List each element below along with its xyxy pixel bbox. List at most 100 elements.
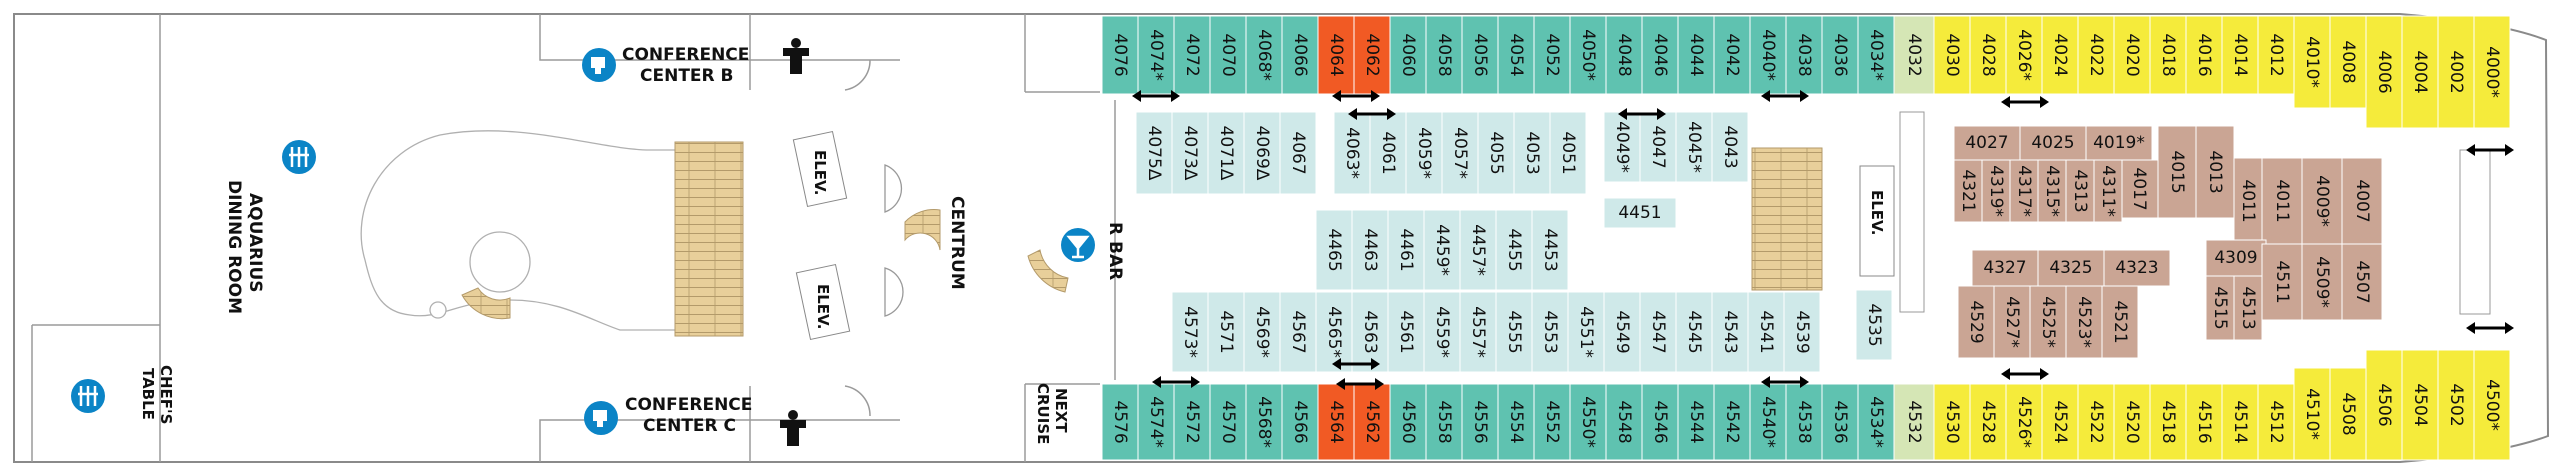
cabin[interactable]: 4063*: [1333, 111, 1371, 195]
cabin[interactable]: 4557*: [1459, 291, 1497, 373]
cabin[interactable]: 4513: [2233, 275, 2263, 341]
cabin[interactable]: 4566: [1281, 383, 1319, 461]
cabin[interactable]: 4008: [2329, 15, 2367, 109]
cabin[interactable]: 4015: [2157, 125, 2197, 219]
cabin[interactable]: 4036: [1821, 15, 1859, 95]
cabin[interactable]: 4510*: [2293, 367, 2331, 461]
cabin[interactable]: 4076: [1101, 15, 1139, 95]
cabin[interactable]: 4002: [2437, 15, 2475, 129]
cabin[interactable]: 4541: [1747, 291, 1785, 373]
cabin[interactable]: 4317*: [2009, 159, 2039, 223]
cabin[interactable]: 4027: [1953, 125, 2021, 161]
cabin[interactable]: 4026*: [2005, 15, 2043, 95]
cabin[interactable]: 4058: [1425, 15, 1463, 95]
cabin[interactable]: 4514: [2221, 383, 2259, 461]
cabin[interactable]: 4315*: [2037, 159, 2067, 223]
cabin[interactable]: 4053: [1513, 111, 1551, 195]
cabin[interactable]: 4069Δ: [1243, 111, 1281, 195]
cabin[interactable]: 4572: [1173, 383, 1211, 461]
cabin[interactable]: 4057*: [1441, 111, 1479, 195]
cabin[interactable]: 4040*: [1749, 15, 1787, 95]
cabin[interactable]: 4512: [2257, 383, 2295, 461]
cabin[interactable]: 4070: [1209, 15, 1247, 95]
cabin[interactable]: 4325: [2037, 249, 2105, 287]
cabin[interactable]: 4538: [1785, 383, 1823, 461]
cabin[interactable]: 4534*: [1857, 383, 1895, 461]
cabin[interactable]: 4311*: [2093, 159, 2123, 223]
cabin[interactable]: 4020: [2113, 15, 2151, 95]
cabin[interactable]: 4011: [2233, 157, 2263, 245]
cabin[interactable]: 4038: [1785, 15, 1823, 95]
cabin[interactable]: 4074*: [1137, 15, 1175, 95]
cabin[interactable]: 4309: [2205, 239, 2267, 277]
cabin[interactable]: 4046: [1641, 15, 1679, 95]
cabin[interactable]: 4543: [1711, 291, 1749, 373]
cabin[interactable]: 4555: [1495, 291, 1533, 373]
cabin[interactable]: 4532: [1893, 383, 1935, 461]
cabin[interactable]: 4548: [1605, 383, 1643, 461]
cabin[interactable]: 4530: [1933, 383, 1971, 461]
cabin[interactable]: 4009*: [2301, 157, 2343, 245]
cabin[interactable]: 4018: [2149, 15, 2187, 95]
cabin[interactable]: 4511: [2261, 243, 2303, 321]
cabin[interactable]: 4019*: [2085, 125, 2153, 161]
cabin[interactable]: 4518: [2149, 383, 2187, 461]
cabin[interactable]: 4030: [1933, 15, 1971, 95]
cabin[interactable]: 4567: [1279, 291, 1317, 373]
cabin[interactable]: 4561: [1387, 291, 1425, 373]
cabin[interactable]: 4459*: [1423, 209, 1461, 291]
cabin[interactable]: 4502: [2437, 349, 2475, 461]
cabin[interactable]: 4323: [2103, 249, 2171, 287]
cabin[interactable]: 4536: [1821, 383, 1859, 461]
cabin[interactable]: 4562: [1353, 383, 1391, 461]
cabin[interactable]: 4516: [2185, 383, 2223, 461]
cabin[interactable]: 4047: [1639, 111, 1677, 183]
cabin[interactable]: 4028: [1969, 15, 2007, 95]
cabin[interactable]: 4319*: [1981, 159, 2011, 223]
cabin[interactable]: 4025: [2019, 125, 2087, 161]
cabin[interactable]: 4045*: [1675, 111, 1713, 183]
cabin[interactable]: 4072: [1173, 15, 1211, 95]
cabin[interactable]: 4006: [2365, 15, 2403, 129]
cabin[interactable]: 4011: [2261, 157, 2303, 245]
cabin[interactable]: 4061: [1369, 111, 1407, 195]
cabin[interactable]: 4574*: [1137, 383, 1175, 461]
cabin[interactable]: 4451: [1603, 197, 1677, 229]
cabin[interactable]: 4545: [1675, 291, 1713, 373]
cabin[interactable]: 4565*: [1315, 291, 1353, 373]
cabin[interactable]: 4455: [1495, 209, 1533, 291]
cabin[interactable]: 4042: [1713, 15, 1751, 95]
cabin[interactable]: 4034*: [1857, 15, 1895, 95]
cabin[interactable]: 4007: [2341, 157, 2383, 245]
cabin[interactable]: 4013: [2195, 125, 2235, 219]
cabin[interactable]: 4327: [1971, 249, 2039, 287]
cabin[interactable]: 4067: [1279, 111, 1317, 195]
cabin[interactable]: 4571: [1207, 291, 1245, 373]
cabin[interactable]: 4549: [1603, 291, 1641, 373]
cabin[interactable]: 4573*: [1171, 291, 1209, 373]
cabin[interactable]: 4463: [1351, 209, 1389, 291]
cabin[interactable]: 4071Δ: [1207, 111, 1245, 195]
cabin[interactable]: 4523*: [2065, 285, 2103, 359]
cabin[interactable]: 4563: [1351, 291, 1389, 373]
cabin[interactable]: 4075Δ: [1135, 111, 1173, 195]
cabin[interactable]: 4504: [2401, 349, 2439, 461]
cabin[interactable]: 4515: [2205, 275, 2235, 341]
cabin[interactable]: 4059*: [1405, 111, 1443, 195]
cabin[interactable]: 4506: [2365, 349, 2403, 461]
cabin[interactable]: 4066: [1281, 15, 1319, 95]
cabin[interactable]: 4554: [1497, 383, 1535, 461]
cabin[interactable]: 4017: [2119, 159, 2159, 219]
cabin[interactable]: 4520: [2113, 383, 2151, 461]
cabin[interactable]: 4529: [1957, 285, 1995, 359]
cabin[interactable]: 4550*: [1569, 383, 1607, 461]
cabin[interactable]: 4010*: [2293, 15, 2331, 109]
cabin[interactable]: 4522: [2077, 383, 2115, 461]
cabin[interactable]: 4052: [1533, 15, 1571, 95]
cabin[interactable]: 4056: [1461, 15, 1499, 95]
cabin[interactable]: 4547: [1639, 291, 1677, 373]
cabin[interactable]: 4552: [1533, 383, 1571, 461]
cabin[interactable]: 4553: [1531, 291, 1569, 373]
cabin[interactable]: 4054: [1497, 15, 1535, 95]
cabin[interactable]: 4559*: [1423, 291, 1461, 373]
